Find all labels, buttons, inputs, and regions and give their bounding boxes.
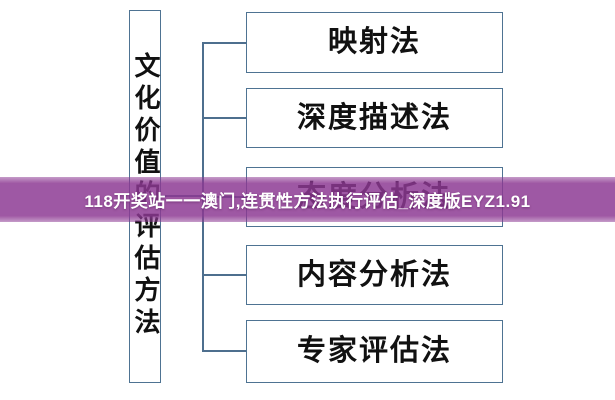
connector-stub-deep-description xyxy=(204,117,246,119)
connector-stub-expert-evaluation xyxy=(204,350,246,352)
method-label: 内容分析法 xyxy=(296,258,452,291)
spam-watermark-text: 118开奖站一一澳门,连贯性方法执行评估_深度版EYZ1.91 xyxy=(84,192,531,211)
connector-stub-content-analysis xyxy=(204,274,246,276)
method-node-deep-description: 深度描述法 xyxy=(246,88,503,148)
connector-stub-mapping xyxy=(204,42,246,44)
method-label: 映射法 xyxy=(327,26,421,58)
method-label: 专家评估法 xyxy=(296,335,452,367)
method-node-expert-evaluation: 专家评估法 xyxy=(246,320,503,383)
method-label: 深度描述法 xyxy=(296,101,452,134)
method-node-content-analysis: 内容分析法 xyxy=(246,245,503,305)
spam-watermark-banner: 118开奖站一一澳门,连贯性方法执行评估_深度版EYZ1.91 xyxy=(0,177,615,222)
method-node-mapping: 映射法 xyxy=(246,12,503,73)
